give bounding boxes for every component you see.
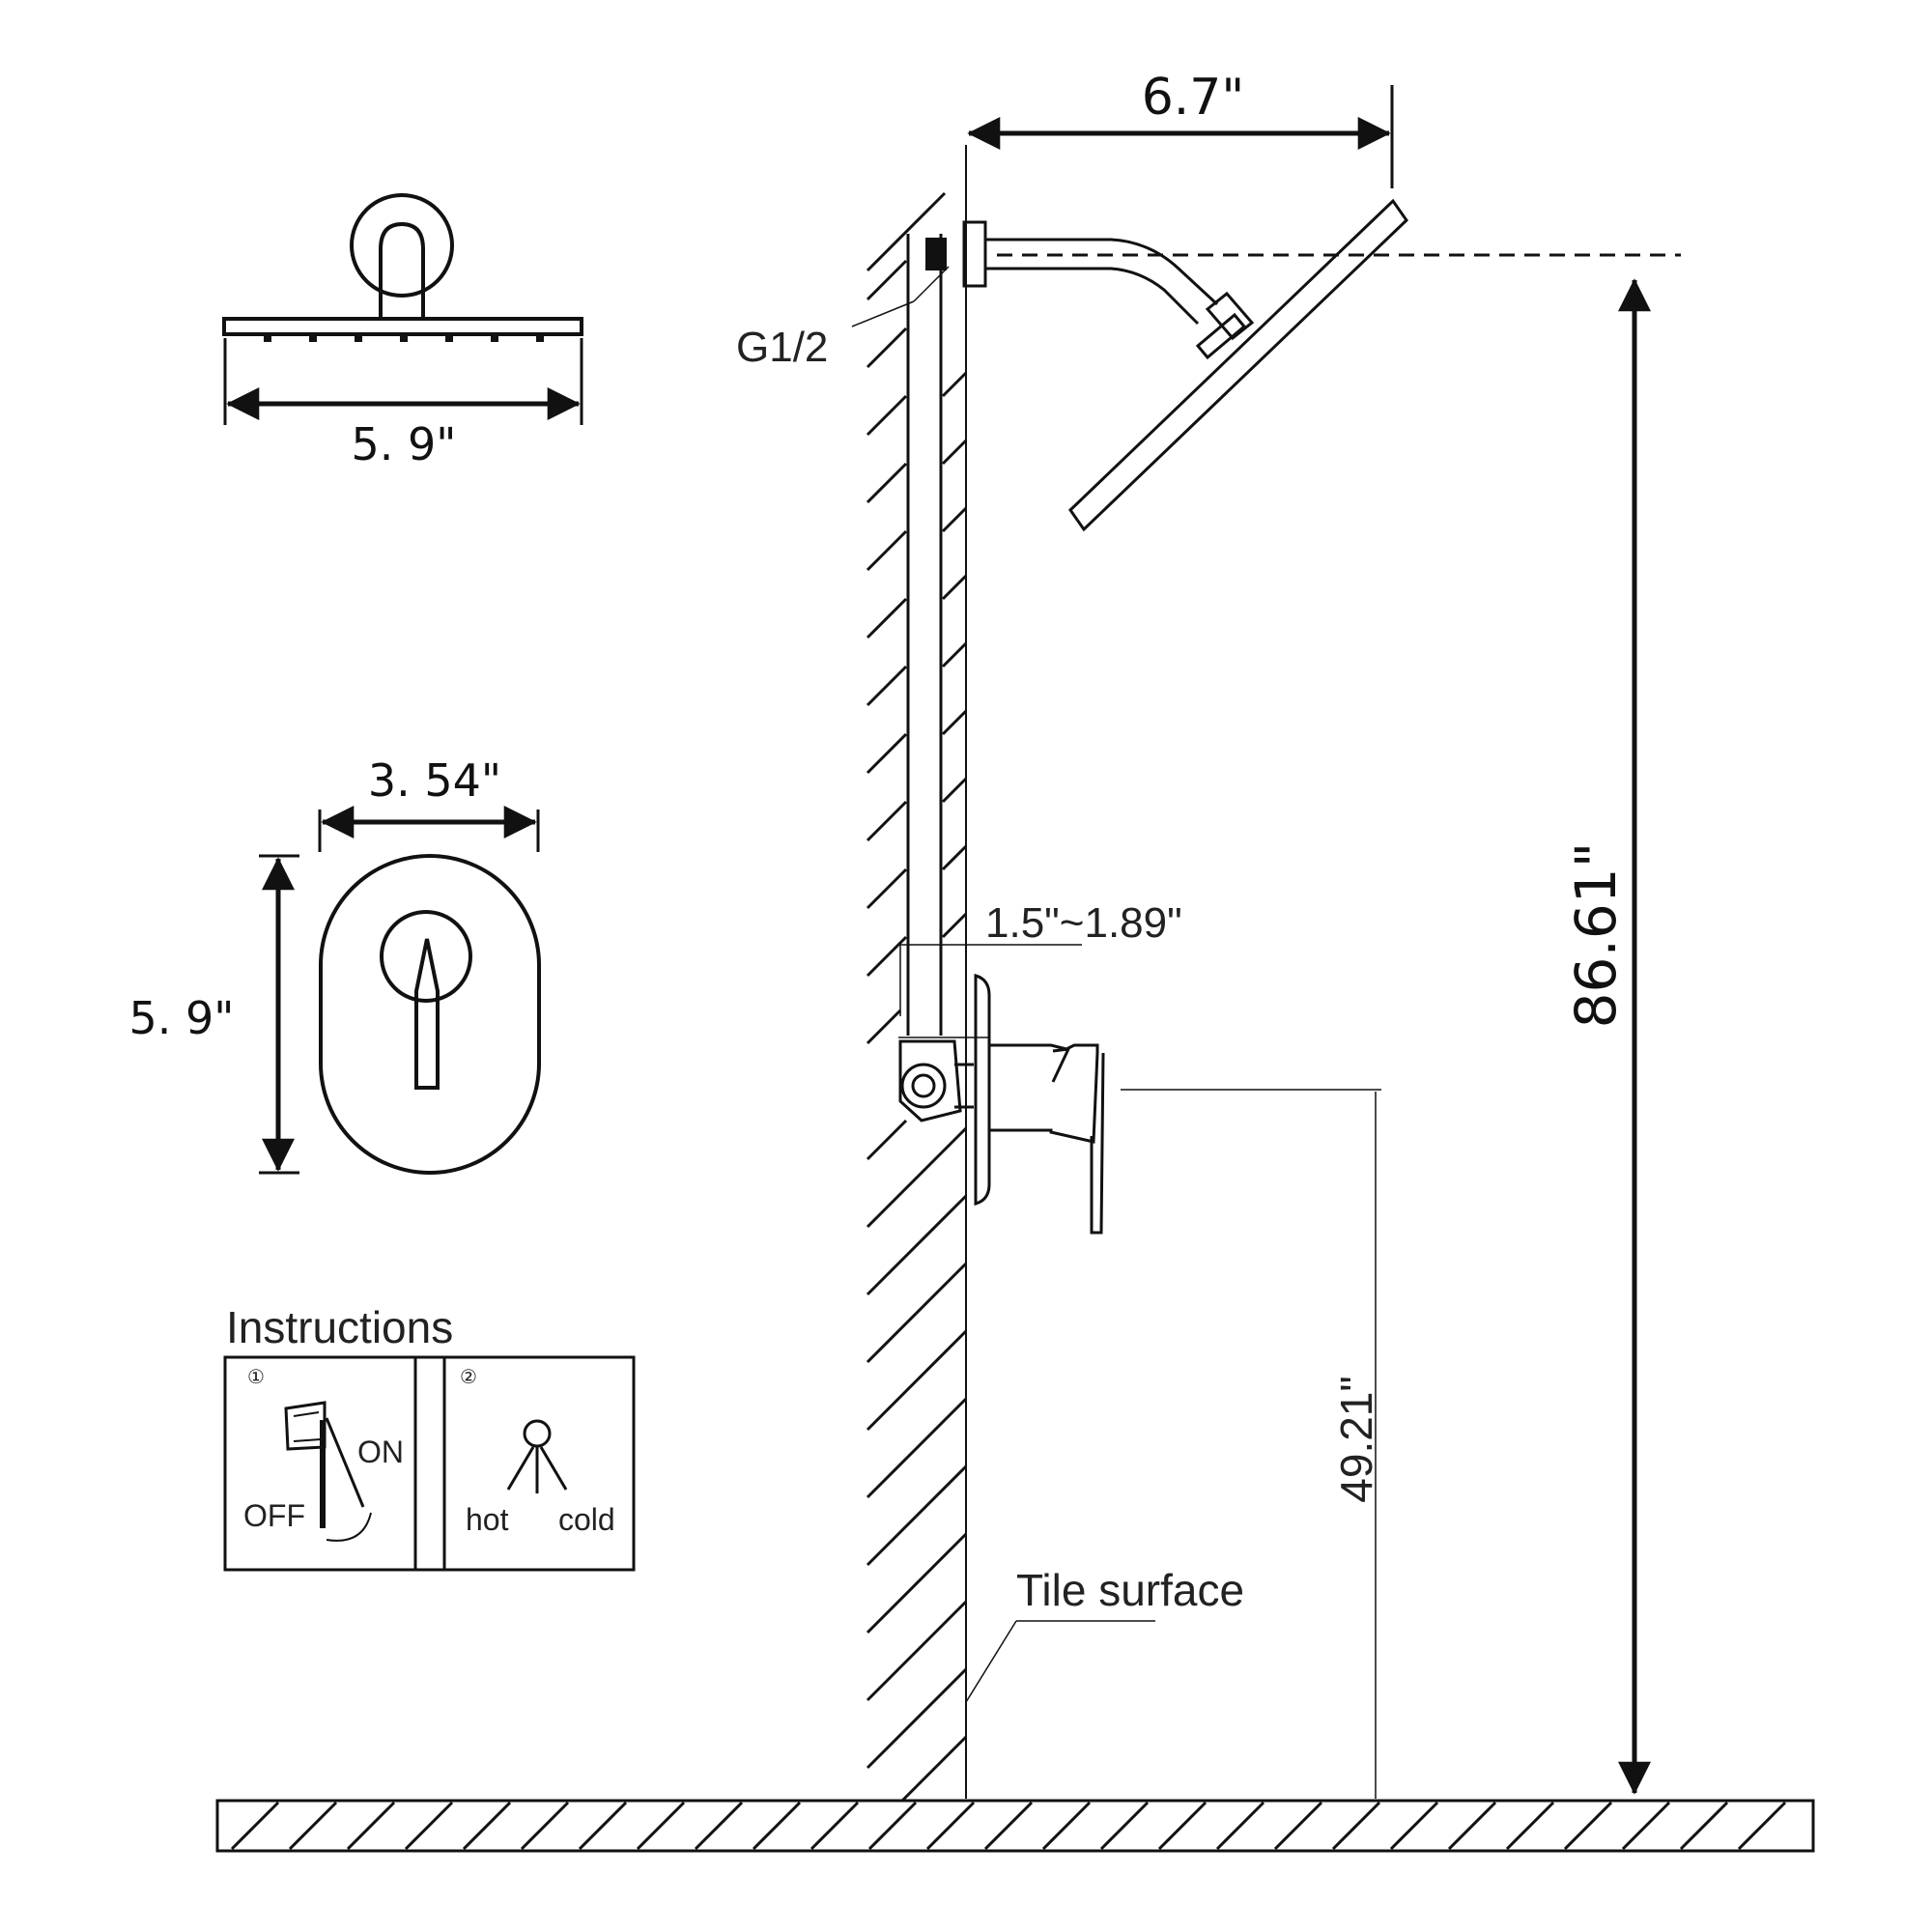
wall-flange [962,220,987,288]
floor-outline [215,1799,1815,1853]
handle-lever-side [1090,1052,1105,1235]
head-height-label: 86.61" [1563,842,1629,1029]
plate-width-label: 3. 54" [368,754,501,807]
valve-trim-plate-view: 3. 54" 5. 9" [129,754,541,1175]
tile-surface-leader [965,1620,1017,1703]
head-width-label: 5. 9" [352,418,457,470]
wall-hatching [866,191,968,1803]
handle-hub-side [987,1043,1099,1144]
arm-stem [379,221,425,319]
ball-joint-collar [1195,312,1247,360]
spray-nozzles [264,334,544,342]
on-label: ON [357,1435,404,1469]
floor-hatching [230,1801,1787,1851]
tile-surface-callout: Tile surface [965,1565,1244,1703]
ball-joint [1205,291,1255,341]
instructions-title: Instructions [226,1302,453,1352]
floor-section [215,1799,1815,1853]
valve-body [898,1039,962,1122]
valve-cartridge-inner [911,1073,936,1098]
lever-handle [414,938,440,1090]
trim-plate-outline [319,854,541,1175]
step2-number: ② [460,1367,477,1388]
on-off-lever-icon [284,1401,372,1542]
thread-leader [913,266,950,302]
g12-fitting [925,238,947,270]
arm-flange-circle [350,193,454,298]
off-label: OFF [243,1498,305,1533]
valve-cartridge-outer [900,1063,947,1109]
instructions-panel: Instructions ① ON OFF ② hot cold [223,1302,636,1572]
arm-reach-label: 6.7" [1142,69,1245,127]
shower-head-front-view: 5. 9" [222,193,583,470]
hot-label: hot [466,1502,509,1537]
shower-arm-side-view: G1/2 [736,198,1681,532]
cold-label: cold [558,1502,615,1537]
hot-cold-lever-icon [506,1419,568,1493]
valve-height-label: 49.21" [1331,1376,1381,1502]
arm-bottom-edge [985,267,1200,326]
head-plate [222,317,583,336]
step1-number: ① [247,1367,265,1388]
rain-head-side [1068,198,1408,532]
trim-plate-side [974,974,991,1206]
handle-hub-circle [380,910,472,1003]
valve-depth-label: 1.5"~1.89" [985,899,1182,947]
valve-side-view: 1.5"~1.89" [898,899,1182,1235]
valve-height-dimension: 49.21" [1121,1089,1381,1799]
wall-section [866,145,968,1803]
arm-top-edge [985,238,1219,306]
head-height-dimension: 86.61" [1563,278,1651,1795]
thread-label: G1/2 [736,324,828,371]
plate-height-label: 5. 9" [129,992,235,1044]
instructions-frame [223,1355,636,1572]
arm-reach-dimension: 6.7" [967,69,1394,188]
tile-surface-label: Tile surface [1016,1565,1244,1615]
